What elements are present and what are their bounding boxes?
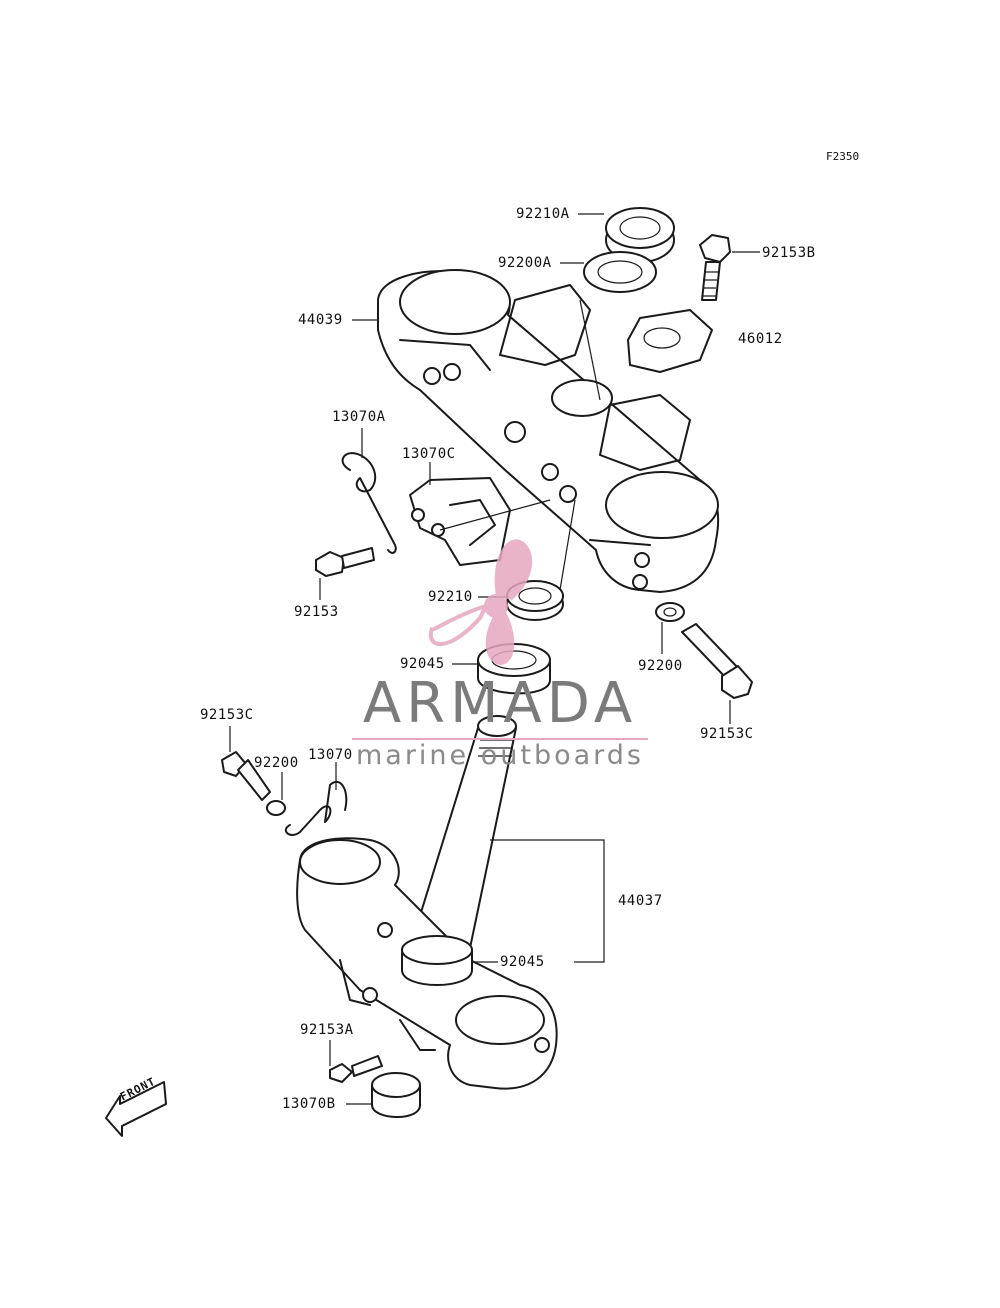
label-13070B: 13070B	[282, 1096, 336, 1112]
bolt-92153	[315, 547, 375, 577]
steering-stem	[296, 715, 558, 1090]
watermark-title: ARMADA	[362, 671, 638, 736]
watermark-propeller-logo	[428, 539, 533, 665]
label-46012: 46012	[738, 331, 783, 347]
label-92045-bottom: 92045	[500, 954, 545, 970]
label-92153C-left: 92153C	[200, 707, 254, 723]
washer-right	[655, 602, 685, 622]
front-direction-arrow	[105, 1081, 167, 1137]
label-92153: 92153	[294, 604, 339, 620]
wire-clip	[284, 780, 348, 836]
label-13070A: 13070A	[332, 409, 386, 425]
bolt-92153A	[329, 1055, 383, 1083]
top-washer	[583, 251, 657, 293]
label-44037: 44037	[618, 893, 663, 909]
label-92153C-right: 92153C	[700, 726, 754, 742]
diagram-code: F2350	[826, 150, 860, 163]
upper-triple-clamp	[377, 269, 720, 593]
spring-clip	[341, 452, 397, 554]
label-92200A: 92200A	[498, 255, 552, 271]
bolt-92153B	[699, 234, 731, 301]
watermark-divider	[352, 738, 648, 740]
cable-clamp	[409, 477, 511, 566]
handlebar-holder	[627, 309, 713, 373]
label-92153A: 92153A	[300, 1022, 354, 1038]
watermark-subtitle: marine outboards	[355, 740, 644, 771]
label-92045-top: 92045	[400, 656, 445, 672]
hose-clamp	[371, 1072, 421, 1118]
bolt-92153C-left	[221, 751, 271, 801]
label-92200-right: 92200	[638, 658, 683, 674]
top-nut	[605, 207, 675, 263]
label-92200-left: 92200	[254, 755, 299, 771]
label-92210A: 92210A	[516, 206, 570, 222]
washer-left	[266, 800, 286, 816]
label-92153B: 92153B	[762, 245, 816, 261]
label-13070: 13070	[308, 747, 353, 763]
label-13070C: 13070C	[402, 446, 456, 462]
label-92210: 92210	[428, 589, 473, 605]
label-44039: 44039	[298, 312, 343, 328]
bolt-92153C-right	[681, 623, 753, 699]
